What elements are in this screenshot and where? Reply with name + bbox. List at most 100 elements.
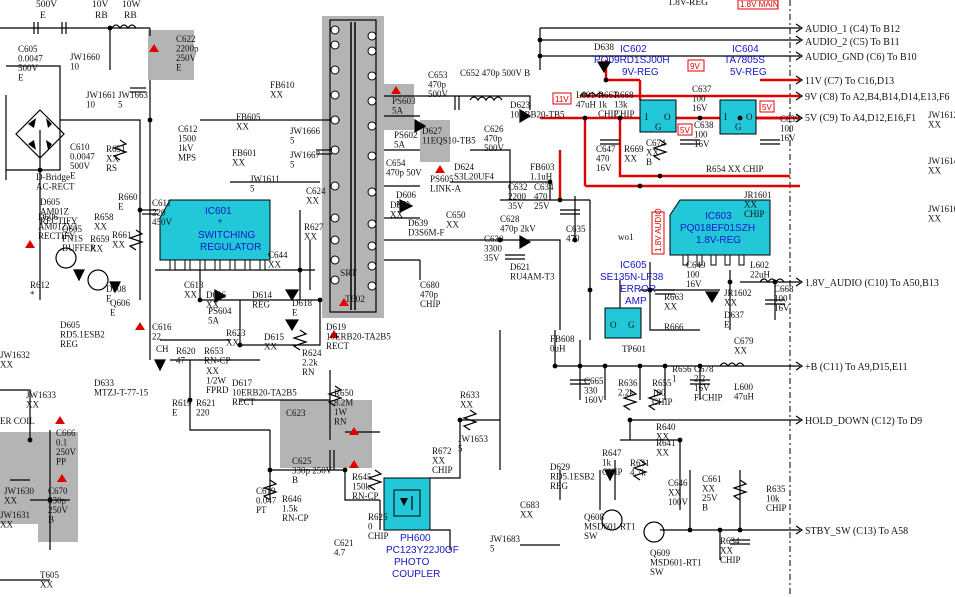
label-ch: CH [156, 344, 169, 354]
ic605-part: SE135N-LF38 [600, 272, 664, 283]
transformer-pin [367, 46, 377, 56]
component-symbols [33, 22, 785, 545]
transformer-pin [330, 145, 340, 155]
ic602-ref: IC602 [620, 44, 647, 55]
junction-dot [297, 267, 303, 273]
ic603-ref: IC603 [705, 211, 732, 222]
shaded-regions [0, 16, 450, 542]
junction-dot [577, 363, 583, 369]
ic604-5v-regulator: IC604 TA7805S 5V-REG I O G [719, 44, 767, 135]
label-wo: wo1 [618, 232, 634, 242]
ic603-1v8-regulator: IC603 PQ018EF01SZH 1.8V-REG [669, 199, 771, 266]
tag-9v: 9V [690, 62, 700, 71]
transformer-pin [367, 219, 377, 229]
transformer-t602: SRT T602 [329, 19, 377, 313]
junction-dot [737, 115, 743, 121]
connector-9v: 9V (C8) To A2,B4,B14,D14,E13,F6 [805, 92, 950, 103]
connector-5v: 5V (C9) To A4,D12,E16,F1 [805, 113, 916, 124]
ic604-pin-o: O [746, 112, 753, 122]
junction-dot [627, 417, 633, 423]
junction-dot [737, 527, 743, 533]
diode-bridge [15, 109, 65, 159]
top-left-500v: 500V [36, 0, 57, 10]
ic605-desc1: ERROR [620, 284, 656, 295]
transformer-pin [367, 31, 377, 41]
junction-dot [497, 237, 503, 243]
connector-arrow [795, 113, 804, 123]
ic601-pin: * [218, 218, 222, 229]
junction-dot [552, 363, 558, 369]
transformer-pin [367, 281, 377, 291]
transformer-pin [330, 213, 340, 223]
junction-dot [237, 342, 243, 348]
warning-icon [349, 460, 359, 468]
label-d638: D638 [594, 42, 614, 52]
transformer-pin [367, 96, 377, 106]
connector-list: AUDIO_1 (C4) To B12 AUDIO_2 (C5) To B11 … [795, 23, 950, 537]
ic603-desc: 1.8V-REG [696, 235, 741, 246]
junction-dot [582, 115, 588, 121]
junction-dot [677, 437, 683, 443]
top-right-1v8-reg: 1.8V-REG [668, 0, 708, 8]
connector-audio-gnd: AUDIO_GND (C6) To B10 [805, 52, 917, 63]
junction-dot [317, 297, 323, 303]
junction-dot [547, 179, 553, 185]
wiring [0, 27, 800, 581]
transformer-pin [330, 40, 340, 50]
transformer-pin [330, 115, 340, 125]
